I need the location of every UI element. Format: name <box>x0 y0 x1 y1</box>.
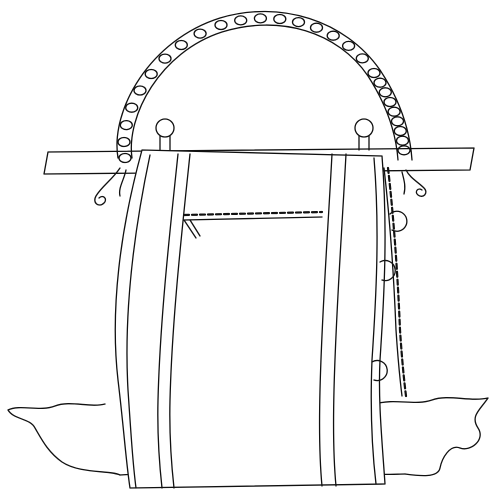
rope-twist-9 <box>214 19 228 31</box>
rope-twist-0 <box>118 152 132 164</box>
handle-rail-outer <box>116 10 413 161</box>
rope-twist-7 <box>174 39 188 51</box>
rope-twist-21 <box>383 96 397 108</box>
ring-right <box>354 118 374 138</box>
rope-twist-18 <box>367 67 381 79</box>
seam-strip-left-a <box>157 153 179 489</box>
rope-twist-15 <box>326 30 340 41</box>
cord-end-right-2 <box>401 171 406 195</box>
rope-twist-3 <box>125 102 139 113</box>
rope-twist-8 <box>193 28 207 39</box>
side-circle-1 <box>389 210 408 232</box>
ring-left-loop <box>159 135 171 151</box>
rope-twist-25 <box>395 135 410 146</box>
floor-outline <box>7 397 489 477</box>
zipper-pull-icon <box>183 219 201 239</box>
seam-strip-right-a <box>318 153 333 487</box>
rope-twist-4 <box>133 85 147 96</box>
rope-twist-6 <box>158 53 172 64</box>
rope-twist-16 <box>341 40 356 52</box>
rope-twist-24 <box>393 125 407 137</box>
cord-end-right <box>405 169 427 197</box>
rope-twist-20 <box>378 87 392 98</box>
bag-body <box>114 149 386 489</box>
bag-right-inner <box>370 157 378 485</box>
handle-rope-twists <box>117 13 411 164</box>
rope-twist-22 <box>387 106 401 117</box>
rope-twist-14 <box>309 22 324 33</box>
rope-twist-2 <box>119 119 133 131</box>
ring-left <box>155 118 175 138</box>
zipper-line <box>182 210 324 217</box>
rope-twist-10 <box>234 15 248 26</box>
side-circle-2 <box>379 259 396 282</box>
bag-left-inner <box>126 154 151 489</box>
zipper-line-under <box>183 216 323 221</box>
handle-rail-inner <box>130 24 399 161</box>
side-strap-edge <box>383 167 403 397</box>
rope-twist-23 <box>390 116 405 127</box>
seam-strip-right-b <box>332 153 347 487</box>
rope-twist-1 <box>117 136 131 148</box>
side-strap <box>386 166 408 398</box>
rope-twist-12 <box>273 13 287 25</box>
cord-end-left <box>94 167 121 206</box>
cord-end-left-2 <box>118 169 127 197</box>
ring-right-loop <box>358 135 370 151</box>
rope-twist-13 <box>291 16 306 28</box>
rope-twist-17 <box>355 53 369 64</box>
seam-strip-left-b <box>169 153 191 489</box>
rope-twist-26 <box>397 145 411 156</box>
side-circle-3 <box>371 359 388 382</box>
rope-twist-11 <box>253 13 268 24</box>
rope-twist-19 <box>373 77 387 88</box>
rope-twist-5 <box>144 68 158 80</box>
